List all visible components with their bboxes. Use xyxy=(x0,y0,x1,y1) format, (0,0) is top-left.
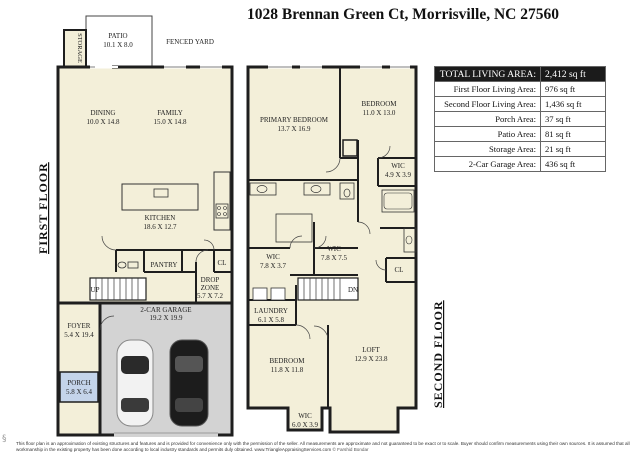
area-label: Patio Area: xyxy=(434,126,541,142)
wic-1-dim: 4.9 X 3.9 xyxy=(385,171,412,179)
area-row: 2-Car Garage Area: 436 sq ft xyxy=(434,156,606,172)
area-label: First Floor Living Area: xyxy=(434,81,541,97)
laundry-dim: 6.1 X 5.8 xyxy=(258,316,285,324)
patio-label: PATIO xyxy=(108,32,127,40)
fenced-yard-label: FENCED YARD xyxy=(166,38,214,46)
garage-label: 2-CAR GARAGE xyxy=(140,306,191,314)
foyer-dim: 5.4 X 19.4 xyxy=(64,331,94,339)
area-label: Storage Area: xyxy=(434,141,541,157)
area-value: 37 sq ft xyxy=(540,111,606,127)
area-row: Storage Area: 21 sq ft xyxy=(434,141,606,157)
bedroom-1-dim: 11.0 X 13.0 xyxy=(363,109,396,117)
second-floor-title: SECOND FLOOR xyxy=(431,300,445,408)
area-value: 2,412 sq ft xyxy=(540,66,606,82)
patio-dim: 10.1 X 8.0 xyxy=(103,41,133,49)
area-row: Porch Area: 37 sq ft xyxy=(434,111,606,127)
bedroom-2-label: BEDROOM xyxy=(269,357,305,365)
address-title: 1028 Brennan Green Ct, Morrisville, NC 2… xyxy=(247,6,559,23)
bedroom-1-label: BEDROOM xyxy=(361,100,397,108)
wic-4-dim: 6.0 X 3.9 xyxy=(292,421,319,429)
area-summary-table: TOTAL LIVING AREA: 2,412 sq ft First Flo… xyxy=(434,66,606,172)
area-label: Second Floor Living Area: xyxy=(434,96,541,112)
primary-bedroom-dim: 13.7 X 16.9 xyxy=(277,125,311,133)
area-row: First Floor Living Area: 976 sq ft xyxy=(434,81,606,97)
area-value: 976 sq ft xyxy=(540,81,606,97)
wic-3-dim: 7.8 X 7.5 xyxy=(321,254,348,262)
drop-zone-label-1: DROP xyxy=(201,276,220,284)
second-floor-stairs xyxy=(297,277,359,301)
porch-dim: 5.8 X 6.4 xyxy=(66,388,93,396)
kitchen-island xyxy=(121,183,199,211)
first-floor-stairs xyxy=(89,277,147,301)
porch-area xyxy=(59,371,99,403)
kitchen-label: KITCHEN xyxy=(145,214,176,222)
drop-zone-dim: 5.7 X 7.2 xyxy=(197,292,224,300)
pantry-label: PANTRY xyxy=(151,261,178,269)
first-floor-title: FIRST FLOOR xyxy=(36,162,50,254)
area-value: 21 sq ft xyxy=(540,141,606,157)
family-label: FAMILY xyxy=(157,109,183,117)
area-label: TOTAL LIVING AREA: xyxy=(434,66,541,82)
loft-dim: 12.9 X 23.8 xyxy=(354,355,388,363)
bedroom-2-dim: 11.8 X 11.8 xyxy=(271,366,304,374)
loft-label: LOFT xyxy=(362,346,380,354)
family-dim: 15.0 X 14.8 xyxy=(153,118,187,126)
logo-icon: § xyxy=(2,434,7,444)
up-label: UP xyxy=(91,286,100,294)
disclaimer-text: This floor plan is an approximation of e… xyxy=(16,441,630,452)
porch-label: PORCH xyxy=(67,379,90,387)
disclaimer: This floor plan is an approximation of e… xyxy=(16,441,632,453)
kitchen-dim: 18.6 X 12.7 xyxy=(143,223,177,231)
white-car-icon xyxy=(116,339,154,427)
dining-dim: 10.0 X 14.8 xyxy=(86,118,120,126)
drop-zone-label-2: ZONE xyxy=(201,284,220,292)
area-row: Patio Area: 81 sq ft xyxy=(434,126,606,142)
garage-dim: 19.2 X 19.9 xyxy=(149,314,183,322)
laundry-label: LAUNDRY xyxy=(254,307,288,315)
area-label: 2-Car Garage Area: xyxy=(434,156,541,172)
area-row-total: TOTAL LIVING AREA: 2,412 sq ft xyxy=(434,66,606,82)
patio-area xyxy=(85,15,153,68)
website-link[interactable]: www.TriangleAppraisingServices.com xyxy=(254,447,332,452)
second-floor-shell xyxy=(246,65,418,434)
copyright: © Farshid Bondar xyxy=(332,447,369,452)
foyer-room xyxy=(56,301,102,437)
dining-label: DINING xyxy=(91,109,116,117)
black-car-icon xyxy=(169,339,209,427)
first-cl-label: CL xyxy=(218,259,227,267)
area-label: Porch Area: xyxy=(434,111,541,127)
area-value: 1,436 sq ft xyxy=(540,96,606,112)
primary-bedroom-label: PRIMARY BEDROOM xyxy=(260,116,329,124)
floor-plan: STORAGE PATIO 10.1 X 8.0 FENCED YARD DIN… xyxy=(36,15,445,437)
wic-2-label: WIC xyxy=(266,253,280,261)
second-cl-label: CL xyxy=(395,266,404,274)
wic-3-label: WIC xyxy=(327,245,341,253)
area-value: 81 sq ft xyxy=(540,126,606,142)
area-row: Second Floor Living Area: 1,436 sq ft xyxy=(434,96,606,112)
dn-label: DN xyxy=(348,286,358,294)
wic-4-label: WIC xyxy=(298,412,312,420)
second-floor-plan: PRIMARY BEDROOM 13.7 X 16.9 BEDROOM 11.0… xyxy=(246,65,445,434)
area-value: 436 sq ft xyxy=(540,156,606,172)
wic-1-label: WIC xyxy=(391,162,405,170)
foyer-label: FOYER xyxy=(68,322,91,330)
first-floor-plan: STORAGE PATIO 10.1 X 8.0 FENCED YARD DIN… xyxy=(36,15,234,437)
wic-2-dim: 7.8 X 3.7 xyxy=(260,262,287,270)
storage-label: STORAGE xyxy=(76,33,83,63)
